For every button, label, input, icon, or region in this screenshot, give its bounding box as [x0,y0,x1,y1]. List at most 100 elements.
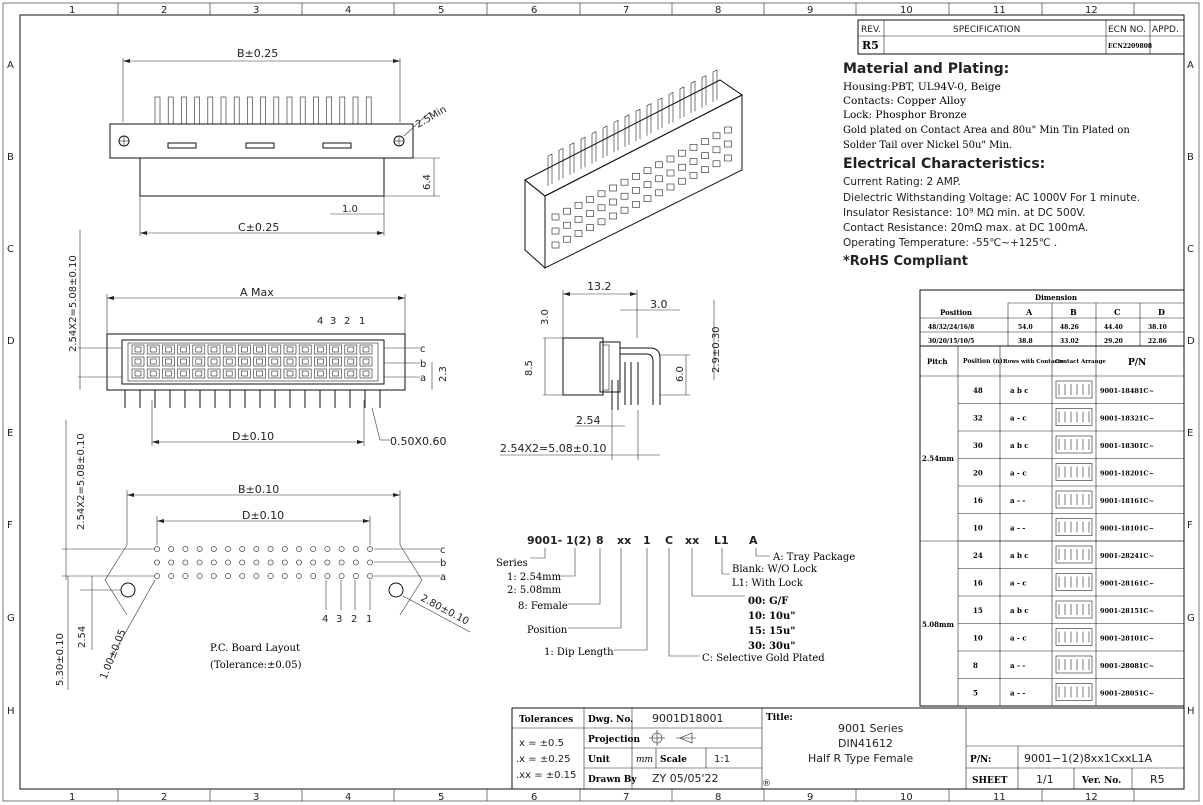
top-fin [326,96,332,125]
sheet-label: SHEET [972,776,1008,786]
pcb-hole [352,573,359,579]
pn-rows: a - c [1010,579,1027,588]
pitch-254: 2.54mm [922,454,954,463]
front-contact-hole [195,346,203,353]
pcb-hole [196,573,203,579]
frame-col-number: 3 [253,5,259,16]
top-fin [273,96,280,125]
sheet-value: 1/1 [1036,773,1054,786]
iso-fin [712,69,718,102]
front-contact-cell [146,344,160,355]
pcb-hole [154,573,160,579]
dimension-title: Dimension [1035,293,1077,302]
front-contact-cell [238,356,251,367]
front-contact-hole [347,370,355,377]
top-fin [313,96,319,125]
top-hole-dim: 2.5Min [414,104,449,130]
pcb-hole [225,546,231,552]
front-contact-hole [180,346,187,353]
pn-label-series: Series [496,558,528,569]
pn-label-tray: A: Tray Package [772,552,855,563]
frame-row-letter: C [1187,244,1194,255]
pcb-num-4: 4 [322,614,328,625]
iso-fin [547,153,553,186]
frame-col-number: 10 [900,792,913,803]
front-contact-hole [165,358,172,365]
iso-hole [574,202,583,209]
pcb-hole [154,546,160,552]
pn-contact-arrange [1055,628,1093,646]
front-d-dim: D±0.10 [232,430,274,443]
front-contact-cell [253,356,266,367]
pn-contact-arrange [1055,573,1093,591]
top-fin [352,96,359,125]
front-contact-hole [317,346,324,353]
iso-hole [678,163,686,171]
front-contact-cell [359,344,373,355]
side-h30: 3.0 [540,309,551,325]
front-contact-cell [131,356,145,367]
iso-hole [666,183,675,191]
front-contact-hole [256,370,263,377]
material-heading: Material and Plating: [843,61,1009,77]
ecn-label: ECN NO. [1108,25,1146,35]
pn-table: Pitch Position (n) Rows with Contacts Co… [919,345,1185,707]
pcb-hole [324,559,331,566]
pn-number: 9001-28081C~ [1100,662,1154,670]
side-view: 13.2 3.0 3.0 8.5 6.0 2.9±0.30 2.54 2.54X… [500,280,722,460]
dim-cell: 38.10 [1148,324,1167,331]
front-contact-cell [314,368,327,379]
ver-value: R5 [1150,773,1165,786]
pn-rows: a - - [1010,524,1025,533]
pcb-hole [196,546,203,552]
iso-hole [655,175,663,183]
pn-contact-arrange [1055,408,1093,426]
front-contact-hole [271,358,279,365]
pn-number: 9001-18481C~ [1100,387,1154,395]
front-contact-hole [180,358,187,365]
pcb-hole [239,573,246,579]
iso-hole [620,206,629,214]
top-h64-dim: 6.4 [422,174,433,190]
front-contact-cell [298,344,312,355]
front-contact-hole [286,346,294,353]
pn-contact-arrange [1055,655,1093,674]
pn-label-l1: L1: With Lock [732,578,804,589]
iso-hole [678,149,686,157]
iso-hole [701,152,709,159]
frame-col-number: 9 [807,792,813,803]
front-contact-cell [344,368,358,379]
front-contact-hole [332,358,339,365]
front-contact-hole [286,358,294,365]
front-contact-hole [347,346,355,353]
front-contact-hole [332,370,339,377]
top-fin [286,96,293,125]
iso-hole [620,178,629,186]
frame-row-letter: H [1187,706,1195,717]
frame-row-letter: B [1187,152,1194,163]
front-contact-hole [149,346,157,353]
front-pin-dim: 0.50X0.60 [390,435,447,448]
pcb-hole [310,546,317,552]
pn-seg: xx [685,534,699,547]
front-contact-cell [268,368,282,379]
top-fin [260,96,266,125]
front-contact-cell [162,356,175,367]
pcb-row-b: b [440,558,446,569]
projection-label: Projection [588,735,641,745]
iso-hole [689,158,698,165]
pn-number: 9001-28241C~ [1100,552,1154,560]
front-contact-cell [131,344,145,355]
pn-seg: 8 [596,534,604,547]
iso-hole [701,166,709,173]
frame-col-number: 6 [531,792,537,803]
title-line-1: 9001 Series [838,722,904,735]
pn-number: 9001-18101C~ [1100,525,1154,533]
pn-label-dip: 1: Dip Length [544,647,614,658]
pn-label-g15: 15: 15u" [748,626,796,637]
